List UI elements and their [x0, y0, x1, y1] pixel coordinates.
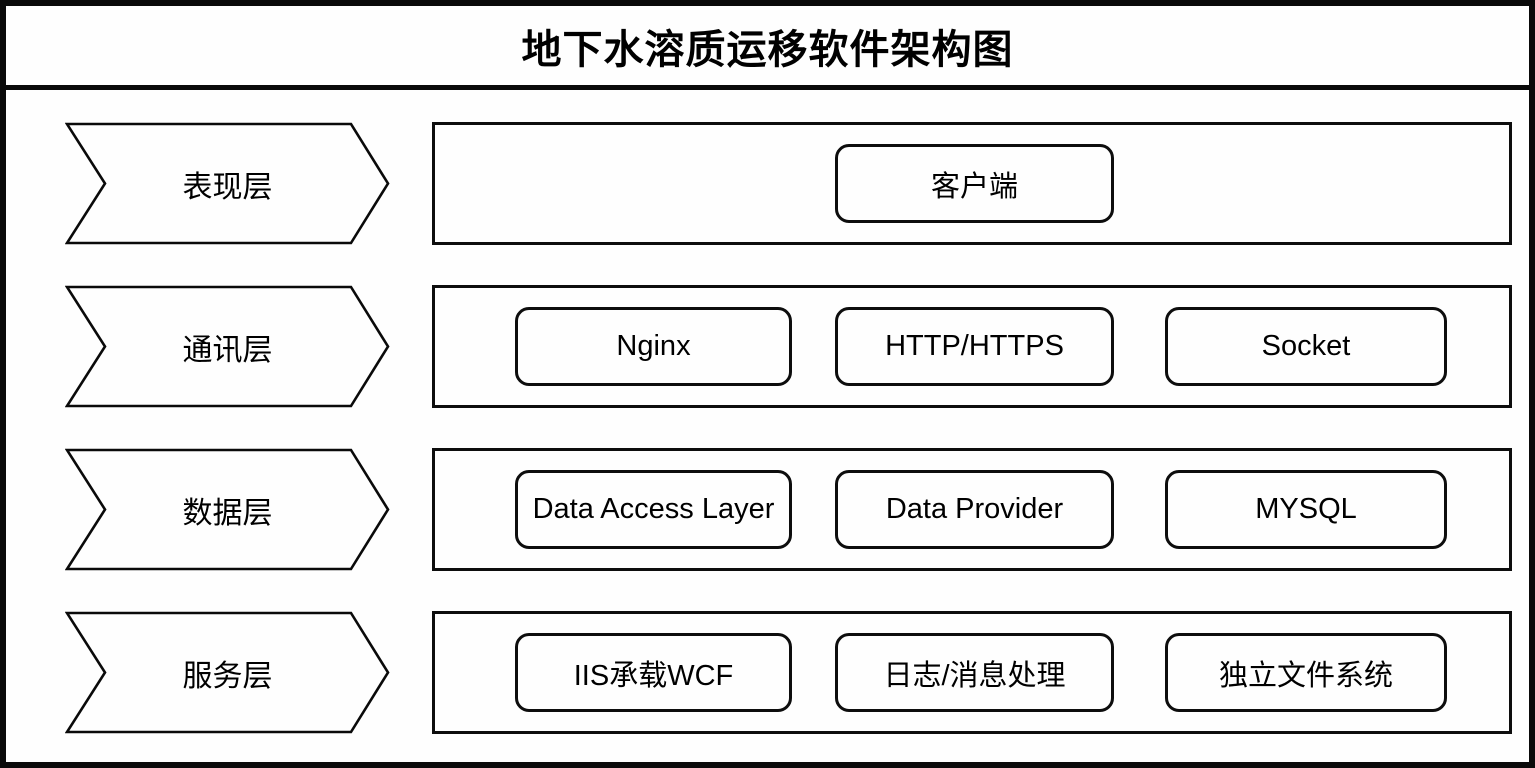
node-box: Socket — [1165, 307, 1447, 386]
node-box: Nginx — [515, 307, 792, 386]
chevron-arrow-icon — [65, 611, 390, 734]
node-box: MYSQL — [1165, 470, 1447, 549]
node-label: Data Access Layer — [532, 493, 775, 525]
chevron-arrow-icon — [65, 285, 390, 408]
layer-label: 通讯层 — [182, 333, 273, 367]
node-label: MYSQL — [1255, 493, 1357, 525]
layer-label: 数据层 — [182, 496, 273, 530]
node-label: HTTP/HTTPS — [885, 330, 1064, 362]
layer-row-communication: 通讯层 Nginx HTTP/HTTPS Socket — [65, 285, 1529, 408]
layer-container-data: Data Access Layer Data Provider MYSQL — [432, 448, 1512, 571]
layer-row-presentation: 表现层 客户端 — [65, 122, 1529, 245]
node-box: Data Provider — [835, 470, 1114, 549]
layer-row-data: 数据层 Data Access Layer Data Provider MYSQ… — [65, 448, 1529, 571]
node-box: Data Access Layer — [515, 470, 792, 549]
node-box: 客户端 — [835, 144, 1114, 223]
node-label: IIS承载WCF — [573, 659, 734, 692]
node-box: HTTP/HTTPS — [835, 307, 1114, 386]
layer-label: 服务层 — [182, 659, 273, 693]
layer-container-presentation: 客户端 — [432, 122, 1512, 245]
layer-container-communication: Nginx HTTP/HTTPS Socket — [432, 285, 1512, 408]
layer-row-service: 服务层 IIS承载WCF 日志/消息处理 独立文件系统 — [65, 611, 1529, 734]
node-box: 独立文件系统 — [1165, 633, 1447, 712]
node-label: Socket — [1261, 330, 1351, 362]
layer-container-service: IIS承载WCF 日志/消息处理 独立文件系统 — [432, 611, 1512, 734]
diagram-content: 表现层 客户端 通讯层 Nginx HTTP/HTTPS — [6, 90, 1529, 734]
node-box: IIS承载WCF — [515, 633, 792, 712]
layer-arrow-presentation: 表现层 — [65, 122, 390, 245]
diagram-title-bar: 地下水溶质运移软件架构图 — [6, 6, 1529, 90]
node-label: Nginx — [616, 330, 691, 362]
diagram-title: 地下水溶质运移软件架构图 — [521, 27, 1014, 72]
layer-arrow-service: 服务层 — [65, 611, 390, 734]
node-label: 日志/消息处理 — [883, 659, 1066, 692]
chevron-arrow-icon — [65, 448, 390, 571]
node-label: 客户端 — [930, 170, 1018, 203]
node-label: Data Provider — [885, 493, 1064, 525]
layer-arrow-communication: 通讯层 — [65, 285, 390, 408]
layer-arrow-data: 数据层 — [65, 448, 390, 571]
node-box: 日志/消息处理 — [835, 633, 1114, 712]
node-label: 独立文件系统 — [1218, 659, 1393, 692]
chevron-arrow-icon — [65, 122, 390, 245]
layer-label: 表现层 — [182, 170, 273, 204]
